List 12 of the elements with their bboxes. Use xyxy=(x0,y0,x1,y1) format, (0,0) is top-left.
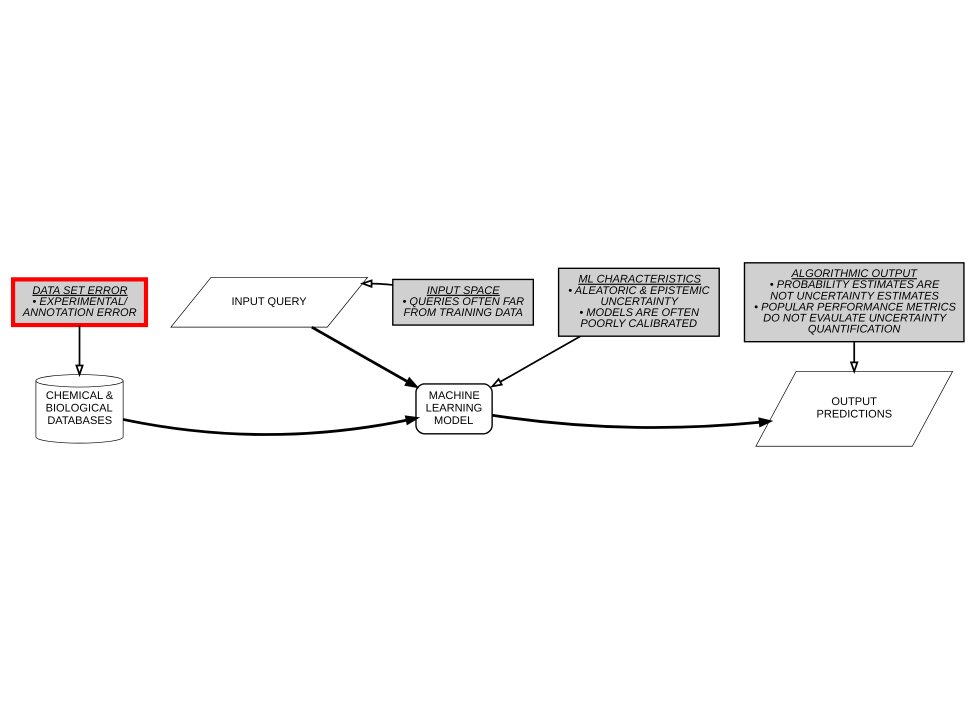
arrow xyxy=(122,414,420,436)
arrow xyxy=(850,341,859,374)
node-box: ALGORITHMIC OUTPUT • PROBABILITY ESTIMATES ARE NOT UNCERTAINTY ESTIMATES • POPULAR PERFORMANCE METRICS DO NOT EVAULATE UNCERTAINTY QUANTIFICATION xyxy=(744,262,965,342)
arrow xyxy=(75,324,84,377)
arrow xyxy=(360,278,393,288)
node-box: ML CHARACTERISTICS • ALEATORIC & EPISTEMIC UNCERTAINTY • MODELS ARE OFTEN POORLY CALIBRATED xyxy=(558,267,720,336)
node-box: INPUT SPACE • QUERIES OFTEN FAR FROM TRAINING DATA xyxy=(392,278,534,326)
arrow xyxy=(492,413,774,428)
node-box: MACHINE LEARNING MODEL xyxy=(415,382,493,434)
arrow xyxy=(311,326,420,388)
arrow xyxy=(490,334,581,388)
node-box: DATA SET ERROR • EXPERIMENTAL/ ANNOTATION ERROR xyxy=(10,276,148,327)
